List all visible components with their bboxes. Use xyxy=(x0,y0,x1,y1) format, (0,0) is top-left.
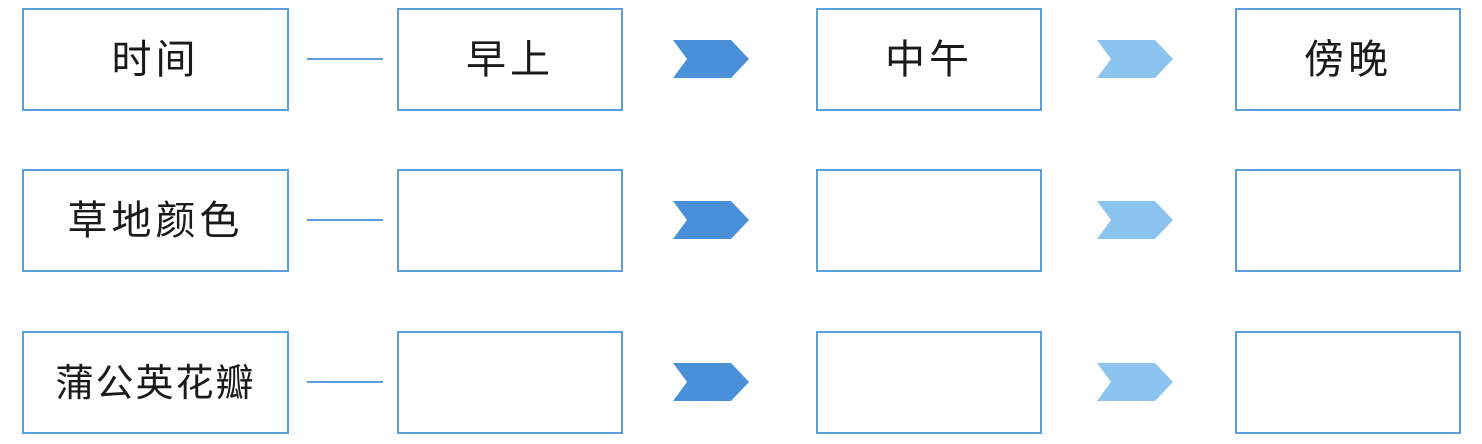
blank-cell-dandelion-morning[interactable] xyxy=(397,331,623,434)
cell-time-noon: 中午 xyxy=(816,8,1042,111)
dash-connector xyxy=(307,219,383,221)
cell-time-morning: 早上 xyxy=(397,8,623,111)
row-label-dandelion-petals: 蒲公英花瓣 xyxy=(22,331,289,434)
blank-cell-dandelion-noon[interactable] xyxy=(816,331,1042,434)
chevron-right-icon xyxy=(673,40,749,78)
blank-cell-dandelion-evening[interactable] xyxy=(1235,331,1461,434)
chevron-right-icon xyxy=(1097,201,1173,239)
chevron-right-icon xyxy=(673,201,749,239)
row-label-time: 时间 xyxy=(22,8,289,111)
blank-cell-grass-noon[interactable] xyxy=(816,169,1042,272)
row-label-grass-color: 草地颜色 xyxy=(22,169,289,272)
dash-connector xyxy=(307,381,383,383)
blank-cell-grass-morning[interactable] xyxy=(397,169,623,272)
blank-cell-grass-evening[interactable] xyxy=(1235,169,1461,272)
cell-time-evening: 傍晚 xyxy=(1235,8,1461,111)
chevron-right-icon xyxy=(1097,40,1173,78)
chevron-right-icon xyxy=(673,363,749,401)
dash-connector xyxy=(307,58,383,60)
chevron-right-icon xyxy=(1097,363,1173,401)
